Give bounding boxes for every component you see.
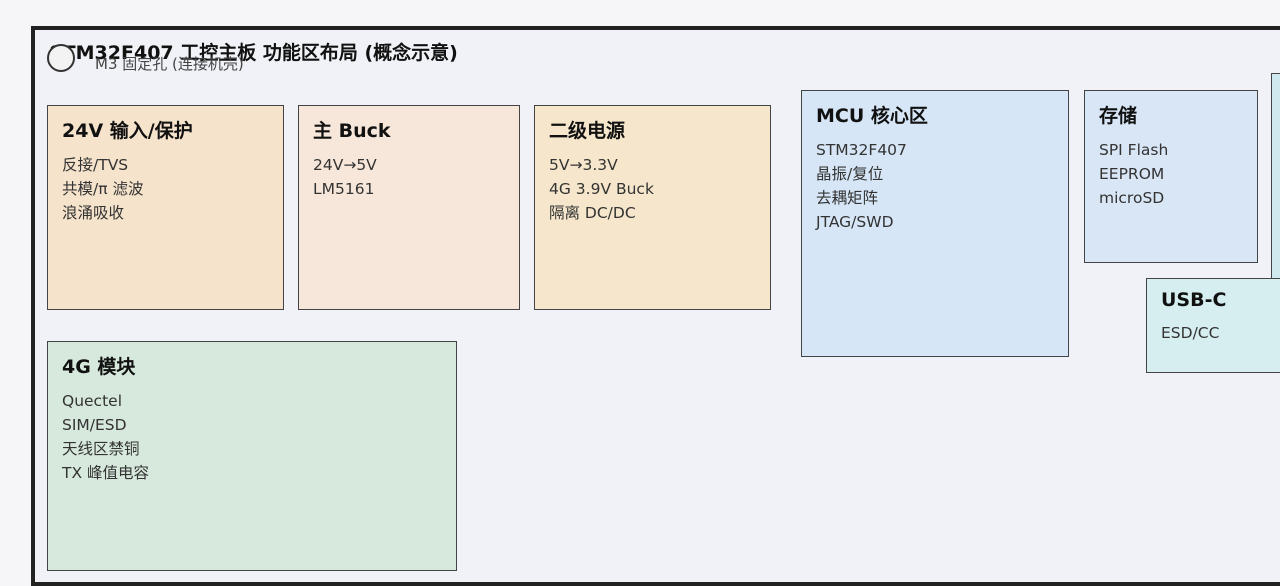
- block-line: 隔离 DC/DC: [549, 204, 636, 222]
- block-line: SPI Flash: [1099, 141, 1169, 159]
- block-line: Quectel: [62, 392, 123, 410]
- block-line: JTAG/SWD: [816, 213, 894, 231]
- block-line: microSD: [1099, 189, 1165, 207]
- block-line: 4G 3.9V Buck: [549, 180, 654, 198]
- block-line: 天线区禁铜: [62, 440, 140, 458]
- block-secondary-power: 二级电源 5V→3.3V 4G 3.9V Buck 隔离 DC/DC: [534, 105, 771, 310]
- block-line: 5V→3.3V: [549, 156, 618, 174]
- block-title: USB-C: [1161, 289, 1227, 311]
- block-line: EEPROM: [1099, 165, 1165, 183]
- block-title: MCU 核心区: [816, 105, 928, 127]
- block-mcu-core: MCU 核心区 STM32F407 晶振/复位 去耦矩阵 JTAG/SWD: [801, 90, 1069, 357]
- block-title: 存储: [1099, 105, 1138, 127]
- block-line: TX 峰值电容: [62, 464, 150, 482]
- block-line: 浪涌吸收: [62, 204, 125, 222]
- block-line: 晶振/复位: [816, 165, 884, 183]
- block-storage: 存储 SPI Flash EEPROM microSD: [1084, 90, 1258, 263]
- block-title: 主 Buck: [313, 120, 391, 142]
- block-line: SIM/ESD: [62, 416, 127, 434]
- block-line: 反接/TVS: [62, 156, 129, 174]
- mounting-hole-label: M3 固定孔 (连接机壳): [95, 55, 244, 73]
- block-line: 去耦矩阵: [816, 189, 879, 207]
- block-line: ESD/CC: [1161, 324, 1220, 342]
- block-title: 4G 模块: [62, 356, 136, 378]
- block-usb-c: USB-C ESD/CC: [1146, 278, 1280, 373]
- block-line: LM5161: [313, 180, 375, 198]
- block-main-buck: 主 Buck 24V→5V LM5161: [298, 105, 520, 310]
- diagram-title: STM32F407 工控主板 功能区布局 (概念示意): [49, 42, 458, 64]
- block-24v-input-protection: 24V 输入/保护 反接/TVS 共模/π 滤波 浪涌吸收: [47, 105, 284, 310]
- block-line: 共模/π 滤波: [62, 180, 144, 198]
- block-title: 二级电源: [549, 120, 626, 142]
- block-line: STM32F407: [816, 141, 907, 159]
- mounting-hole-icon: [47, 44, 75, 72]
- block-4g-module: 4G 模块 Quectel SIM/ESD 天线区禁铜 TX 峰值电容: [47, 341, 457, 571]
- block-line: 24V→5V: [313, 156, 377, 174]
- block-title: 24V 输入/保护: [62, 120, 193, 142]
- block-right-edge-partial: [1271, 73, 1280, 311]
